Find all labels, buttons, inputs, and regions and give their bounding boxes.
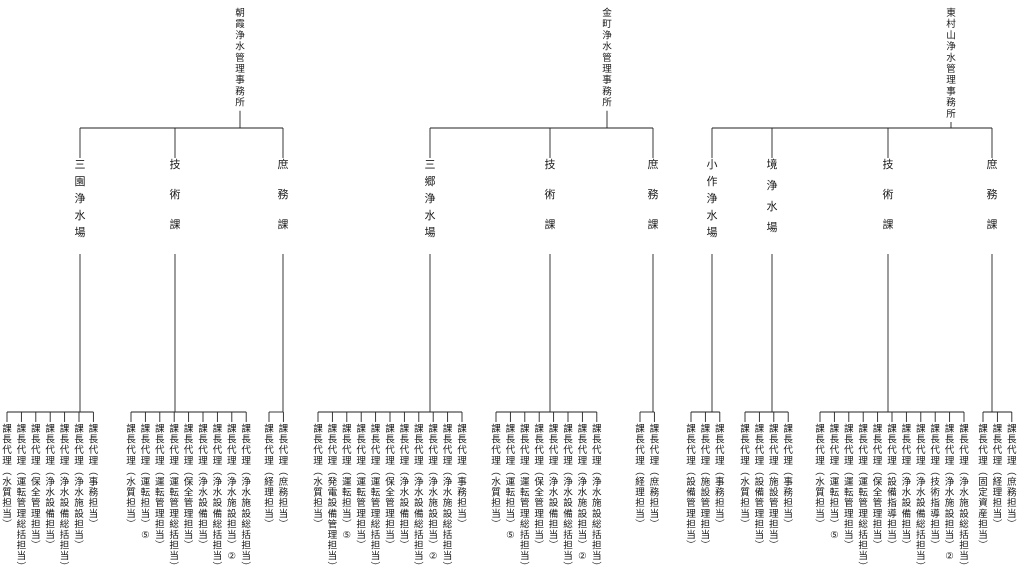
staff-label: 課長代理︵水質担当︶ bbox=[491, 423, 501, 530]
staff-label: 課長代理︵浄水設備総括担当︶ bbox=[60, 423, 70, 573]
staff-label: 課長代理︵事務担当︶ bbox=[89, 423, 99, 530]
staff-label: 課長代理︵保全管理担当︶ bbox=[873, 423, 883, 552]
staff-label: 課長代理︵浄水施設担当︶② bbox=[227, 423, 237, 562]
staff-label: 課長代理︵浄水施設総括担当︶ bbox=[959, 423, 969, 573]
staff-label: 課長代理︵水質担当︶ bbox=[126, 423, 136, 530]
staff-label: 課長代理︵水質担当︶ bbox=[313, 423, 323, 530]
staff-label: 課長代理︵運転担当︶⑤ bbox=[830, 423, 840, 541]
unit-label: 庶務課 bbox=[278, 157, 289, 231]
unit-label: 小作浄水場 bbox=[707, 158, 718, 239]
staff-label: 課長代理︵運転担当︶⑤ bbox=[342, 423, 352, 541]
staff-label: 課長代理︵事務担当︶ bbox=[783, 423, 793, 530]
staff-label: 課長代理︵庶務担当︶ bbox=[279, 423, 289, 530]
staff-label: 課長代理︵浄水設備総括担当︶ bbox=[563, 423, 573, 573]
staff-label: 課長代理︵運転管理担当︶ bbox=[155, 423, 165, 552]
staff-label: 課長代理︵浄水施設担当︶② bbox=[945, 423, 955, 562]
staff-label: 課長代理︵浄水設備担当︶ bbox=[400, 423, 410, 552]
staff-label: 課長代理︵運転管理総括担当︶ bbox=[17, 423, 27, 573]
staff-label: 課長代理︵浄水設備担当︶ bbox=[198, 423, 208, 552]
staff-label: 課長代理︵施設管理担当︶ bbox=[769, 423, 779, 552]
unit-label: 境浄水場 bbox=[767, 157, 778, 234]
staff-label: 課長代理︵運転管理総括担当︶ bbox=[169, 423, 179, 573]
staff-label: 課長代理︵運転担当︶⑤ bbox=[141, 423, 151, 541]
unit-label: 技術課 bbox=[170, 158, 181, 231]
office-title: 金町浄水管理事務所 bbox=[602, 7, 612, 109]
staff-label: 課長代理︵運転管理担当︶ bbox=[356, 423, 366, 552]
unit-label: 庶務課 bbox=[648, 157, 659, 231]
staff-label: 課長代理︵運転管理担当︶ bbox=[844, 423, 854, 552]
staff-label: 課長代理︵浄水施設総括担当︶ bbox=[592, 423, 602, 573]
staff-label: 課長代理︵水質担当︶ bbox=[815, 423, 825, 530]
staff-label: 課長代理︵運転担当︶⑤ bbox=[506, 423, 516, 541]
unit-label: 三郷浄水場 bbox=[425, 158, 436, 239]
office-title: 朝霞浄水管理事務所 bbox=[235, 8, 245, 109]
staff-label: 課長代理︵庶務担当︶ bbox=[650, 423, 660, 530]
staff-label: 課長代理︵浄水設備担当︶ bbox=[45, 423, 55, 552]
staff-label: 課長代理︵水質担当︶ bbox=[740, 423, 750, 530]
staff-label: 課長代理︵保全管理担当︶ bbox=[534, 423, 544, 552]
staff-label: 課長代理︵浄水施設総括担当︶ bbox=[241, 423, 251, 573]
staff-label: 課長代理︵保全管理担当︶ bbox=[385, 423, 395, 552]
staff-label: 課長代理︵浄水施設担当︶ bbox=[74, 423, 84, 552]
staff-label: 課長代理︵保全管理担当︶ bbox=[184, 423, 194, 552]
unit-label: 技術課 bbox=[883, 158, 894, 231]
staff-label: 課長代理︵浄水設備担当︶ bbox=[902, 423, 912, 552]
staff-label: 課長代理︵浄水施設担当︶② bbox=[578, 423, 588, 562]
staff-label: 課長代理︵経理担当︶ bbox=[993, 423, 1003, 530]
staff-label: 課長代理︵技術指導担当︶ bbox=[930, 423, 940, 552]
staff-label: 課長代理︵施設管理担当︶ bbox=[701, 423, 711, 552]
staff-label: 課長代理︵浄水施設総括担当︶ bbox=[443, 423, 453, 573]
staff-label: 課長代理︵経理担当︶ bbox=[635, 423, 645, 530]
staff-label: 課長代理︵発電設備管理担当︶ bbox=[328, 423, 338, 573]
staff-label: 課長代理︵運転管理総括担当︶ bbox=[520, 423, 530, 573]
staff-label: 課長代理︵浄水施設担当︶② bbox=[428, 423, 438, 562]
staff-label: 課長代理︵保全管理担当︶ bbox=[31, 423, 41, 552]
staff-label: 課長代理︵設備管理担当︶ bbox=[755, 423, 765, 552]
staff-label: 課長代理︵経理担当︶ bbox=[264, 423, 274, 530]
staff-label: 課長代理︵浄水設備総括担当︶ bbox=[213, 423, 223, 573]
office-title: 東村山浄水管理事務所 bbox=[946, 7, 956, 120]
staff-label: 課長代理︵運転管理総括担当︶ bbox=[371, 423, 381, 573]
staff-label: 課長代理︵事務担当︶ bbox=[715, 423, 725, 530]
staff-label: 課長代理︵浄水設備担当︶ bbox=[549, 423, 559, 552]
staff-label: 課長代理︵設備指導担当︶ bbox=[887, 423, 897, 552]
staff-label: 課長代理︵水質担当︶ bbox=[2, 423, 12, 530]
unit-label: 三園浄水場 bbox=[75, 158, 86, 239]
staff-label: 課長代理︵浄水設備総括担当︶ bbox=[414, 423, 424, 573]
unit-label: 技術課 bbox=[545, 158, 556, 231]
staff-label: 課長代理︵運転管理総括担当︶ bbox=[858, 423, 868, 573]
staff-label: 課長代理︵設備管理担当︶ bbox=[686, 423, 696, 552]
staff-label: 課長代理︵庶務担当︶ bbox=[1007, 423, 1017, 530]
unit-label: 庶務課 bbox=[987, 157, 998, 231]
staff-label: 課長代理︵事務担当︶ bbox=[457, 423, 467, 530]
staff-label: 課長代理︵固定資産担当︶ bbox=[978, 423, 988, 552]
staff-label: 課長代理︵浄水設備総括担当︶ bbox=[916, 423, 926, 573]
